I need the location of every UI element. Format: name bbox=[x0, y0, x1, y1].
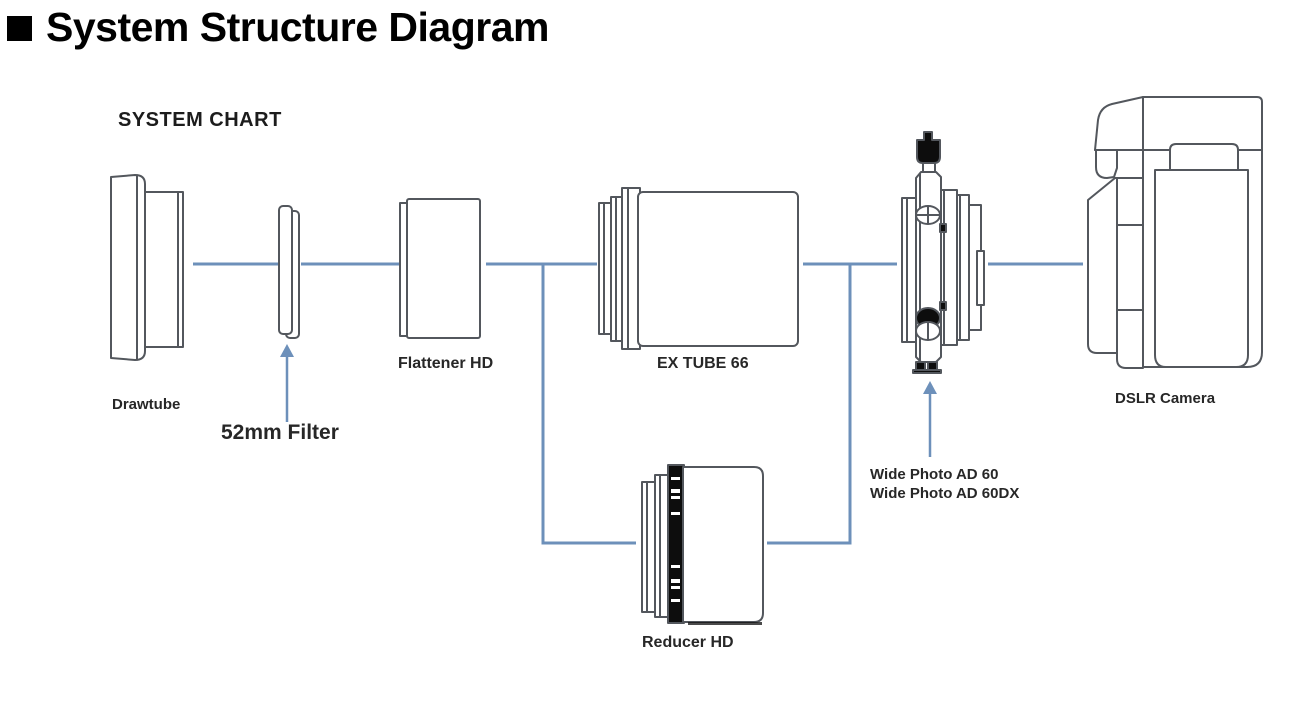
wide-photo-ad60dx-line: Wide Photo AD 60DX bbox=[870, 485, 1020, 502]
title-bullet-square-icon bbox=[7, 16, 32, 41]
reducer-hd-label: Reducer HD bbox=[642, 634, 734, 651]
drawtube-graphic bbox=[110, 174, 184, 361]
ex-tube-66-graphic bbox=[598, 187, 799, 350]
wide-photo-adapter-graphic bbox=[901, 131, 985, 374]
filter-52mm-label: 52mm Filter bbox=[221, 421, 339, 444]
page-title: System Structure Diagram bbox=[46, 4, 549, 50]
wide-photo-adapter-label: Wide Photo AD 60 Wide Photo AD 60DX bbox=[870, 465, 1019, 503]
dslr-camera-label: DSLR Camera bbox=[1115, 390, 1216, 407]
connector-lines bbox=[193, 262, 1083, 545]
reducer-scale-marks bbox=[671, 477, 680, 602]
viewfinder-bump bbox=[1169, 143, 1239, 171]
reducer-hd-graphic bbox=[641, 464, 764, 625]
wide-photo-ad60-line: Wide Photo AD 60 bbox=[870, 466, 999, 483]
system-chart-heading: SYSTEM CHART bbox=[118, 109, 282, 131]
clamp-knob-icon bbox=[916, 131, 941, 164]
filter-arrow-icon bbox=[280, 344, 294, 357]
flattener-hd-label: Flattener HD bbox=[398, 355, 494, 372]
ex-tube-66-label: EX TUBE 66 bbox=[657, 355, 749, 372]
thumbscrews bbox=[915, 205, 941, 341]
filter-52mm-graphic bbox=[278, 205, 300, 339]
drawtube-label: Drawtube bbox=[112, 396, 181, 413]
flattener-hd-graphic bbox=[399, 198, 481, 339]
dslr-camera-graphic bbox=[1087, 96, 1263, 369]
arrowheads bbox=[280, 344, 937, 394]
lens-mount-box bbox=[1087, 177, 1118, 354]
wide-photo-arrow-icon bbox=[923, 381, 937, 394]
